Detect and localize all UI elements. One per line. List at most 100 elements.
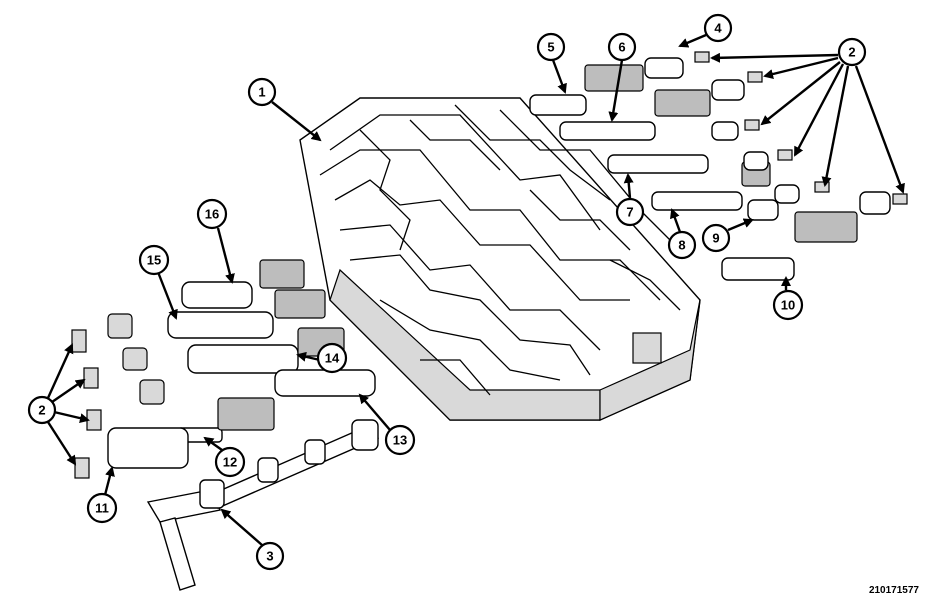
plug-7 [711, 121, 739, 141]
leader-2h [51, 378, 86, 403]
plug-4 [644, 57, 684, 79]
callout-16: 16 [196, 198, 228, 230]
callout-8: 8 [667, 230, 697, 260]
callout-1: 1 [247, 77, 277, 107]
retainer-2 [747, 71, 763, 83]
callout-15: 15 [138, 244, 170, 276]
leader-2d [793, 63, 845, 157]
plug-10 [859, 191, 891, 215]
svg-text:11: 11 [95, 501, 109, 516]
leader-2e [821, 65, 850, 187]
callout-13: 13 [384, 424, 416, 456]
callouts: 1 2 2 3 4 5 6 7 8 9 10 11 12 13 14 15 16 [27, 13, 867, 571]
valve-body-boss [632, 332, 662, 364]
svg-text:7: 7 [626, 205, 633, 220]
leader-6 [608, 59, 624, 122]
tool-3 [146, 419, 380, 591]
valve-body-channels [319, 104, 681, 396]
callout-3: 3 [255, 541, 285, 571]
valve-16 [181, 281, 253, 309]
spring-12 [217, 397, 275, 431]
svg-text:4: 4 [714, 21, 722, 36]
callout-11: 11 [86, 492, 118, 524]
leader-14 [296, 351, 321, 362]
leader-2a [710, 52, 839, 63]
leader-2f [854, 65, 905, 194]
valve-10 [721, 257, 795, 281]
plug-9 [774, 184, 800, 204]
svg-text:1: 1 [258, 85, 265, 100]
leader-2b [763, 56, 839, 79]
retainer-5 [814, 181, 830, 193]
left-valve-group [71, 259, 380, 591]
leader-13 [358, 393, 391, 431]
retainer-l3 [86, 409, 102, 431]
svg-text:9: 9 [712, 231, 719, 246]
leader-2g [46, 343, 74, 399]
valve-6 [559, 121, 656, 141]
callout-6: 6 [607, 32, 637, 62]
right-valve-group [529, 51, 908, 281]
callout-2-left: 2 [27, 395, 57, 425]
svg-text:15: 15 [147, 253, 161, 268]
leader-16 [216, 227, 235, 284]
valve-15 [167, 311, 274, 339]
svg-text:12: 12 [223, 455, 237, 470]
plug-8 [743, 151, 769, 171]
leader-9 [727, 218, 754, 232]
leader-2c [760, 61, 841, 126]
leader-2j [46, 421, 77, 466]
leader-11 [103, 466, 115, 496]
leader-1 [271, 101, 322, 142]
leader-3 [220, 508, 263, 546]
svg-text:2: 2 [38, 403, 45, 418]
valve-8 [651, 191, 743, 211]
retainer-l4 [74, 457, 90, 479]
retainer-3 [744, 119, 760, 131]
spring-10 [794, 211, 858, 243]
svg-text:10: 10 [781, 298, 795, 313]
retainer-l1 [71, 329, 87, 353]
leader-8 [670, 208, 682, 233]
valve-13 [274, 369, 376, 397]
plug-l1 [107, 313, 133, 339]
plug-l3 [139, 379, 165, 405]
leader-15 [156, 271, 178, 320]
svg-text:6: 6 [618, 40, 625, 55]
spring-6 [654, 89, 711, 117]
callout-2-right: 2 [837, 37, 867, 67]
valve-9 [747, 199, 779, 221]
svg-text:2: 2 [848, 45, 855, 60]
svg-text:16: 16 [205, 207, 219, 222]
leader-lines [46, 33, 905, 546]
callout-4: 4 [703, 13, 733, 43]
retainer-l2 [83, 367, 99, 389]
callout-9: 9 [701, 223, 731, 253]
svg-text:13: 13 [393, 433, 407, 448]
retainer-6 [892, 193, 908, 205]
valve-7 [607, 154, 709, 174]
callout-14: 14 [316, 342, 348, 374]
callout-5: 5 [536, 32, 566, 62]
retainer-top [694, 51, 710, 63]
spring-15 [274, 289, 326, 319]
svg-text:14: 14 [325, 351, 340, 366]
svg-text:3: 3 [266, 549, 273, 564]
plug-6 [711, 79, 745, 101]
valve-body [299, 97, 701, 421]
valve-14 [187, 344, 299, 374]
leader-2i [53, 410, 90, 424]
figure-id: 210171577 [868, 585, 919, 596]
leader-4 [678, 33, 707, 48]
valve-5 [529, 94, 587, 116]
callout-10: 10 [772, 289, 804, 321]
callout-12: 12 [214, 446, 246, 478]
valve-11 [107, 427, 189, 469]
spring-16 [259, 259, 305, 289]
svg-text:8: 8 [678, 238, 685, 253]
svg-text:5: 5 [547, 40, 554, 55]
retainer-4 [777, 149, 793, 161]
leader-12 [203, 436, 223, 451]
leader-7 [623, 173, 634, 199]
